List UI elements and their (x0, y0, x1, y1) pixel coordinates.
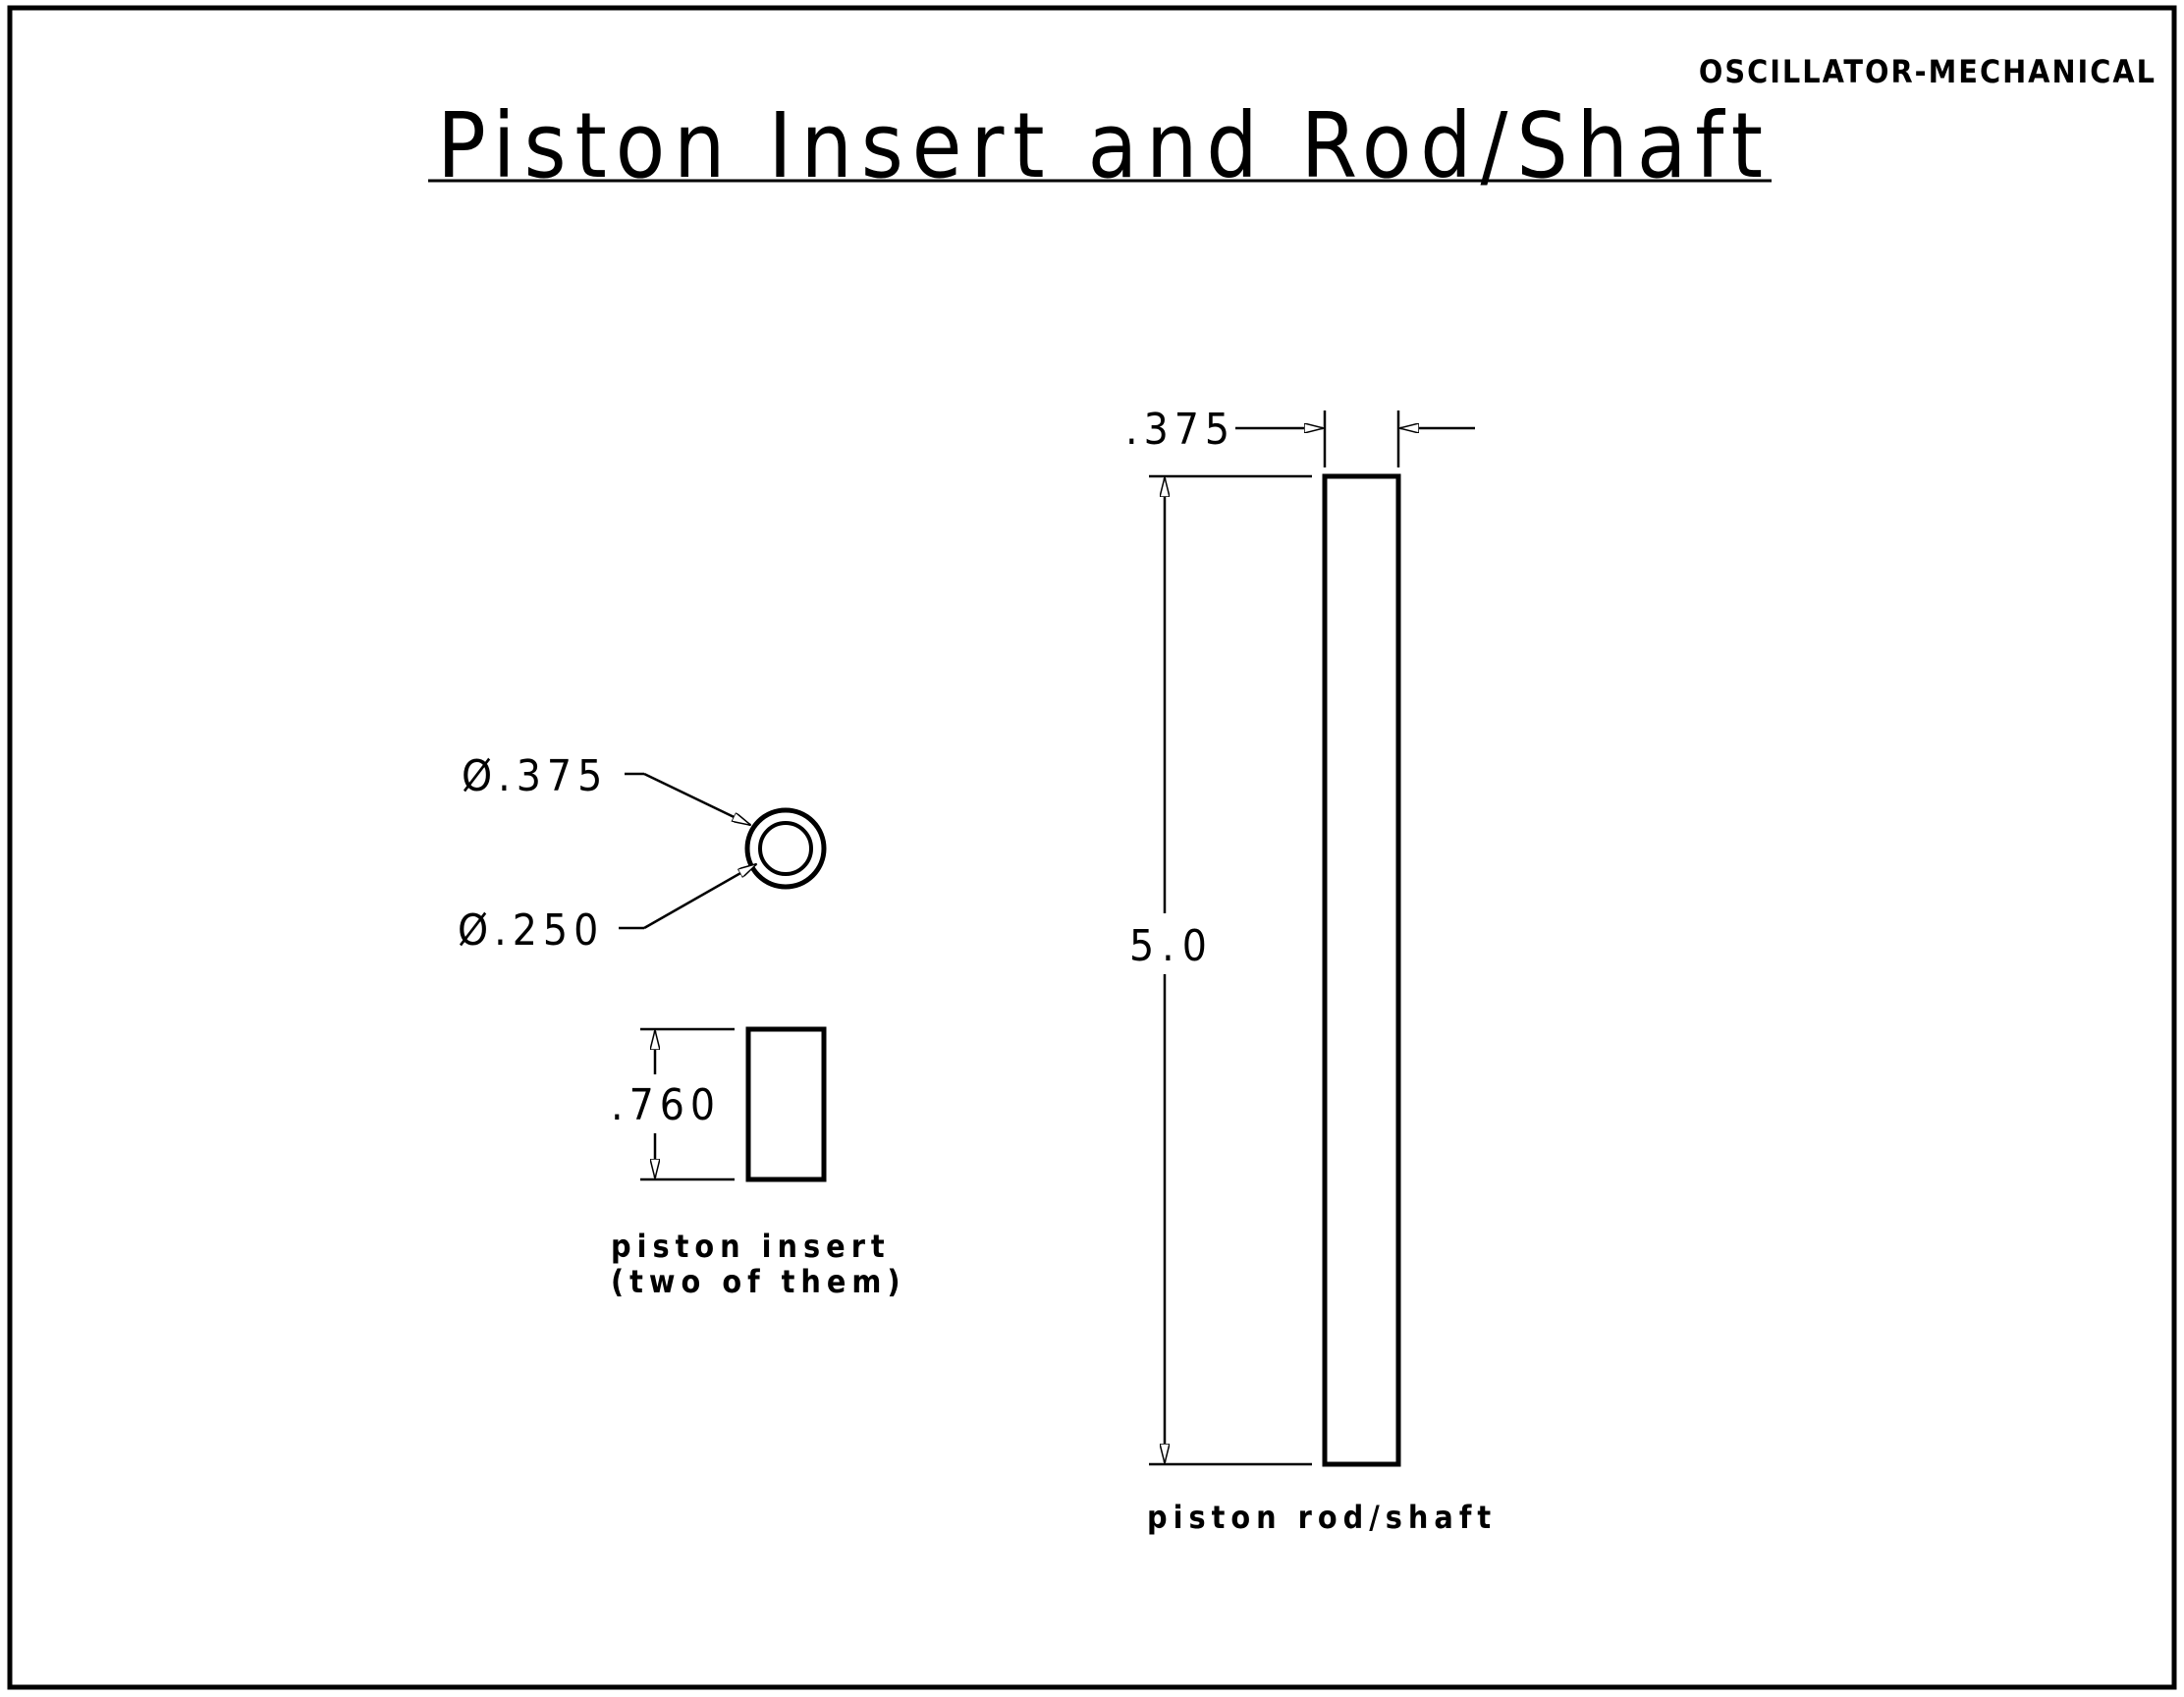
outer-diameter-leader (643, 772, 750, 825)
insert-side-view (745, 1026, 827, 1182)
inner-diameter-leader (643, 864, 756, 930)
sheet-code: OSCILLATOR-MECHANICAL (1699, 53, 2157, 90)
insert-length-label: .760 (611, 1080, 721, 1130)
insert-caption-line1: piston insert (611, 1228, 891, 1265)
drawing-title: Piston Insert and Rod/Shaft (437, 93, 1763, 198)
rod-outline (1322, 473, 1401, 1467)
sheet-border (7, 5, 2177, 1690)
insert-inner-circle (758, 821, 813, 876)
rod-diameter-label: .375 (1125, 405, 1235, 455)
rod-length-label: 5.0 (1129, 921, 1215, 971)
rod-caption: piston rod/shaft (1147, 1499, 1497, 1536)
piston-insert: Ø.375 Ø.250 .760 piston insert (two of t… (458, 751, 906, 1300)
insert-outer-diameter-label: Ø.375 (462, 751, 608, 801)
piston-rod: .375 5.0 piston rod/shaft (1125, 405, 1497, 1536)
insert-outer-circle (744, 807, 827, 890)
insert-caption-line2: (two of them) (611, 1263, 906, 1300)
insert-inner-diameter-label: Ø.250 (458, 905, 604, 956)
